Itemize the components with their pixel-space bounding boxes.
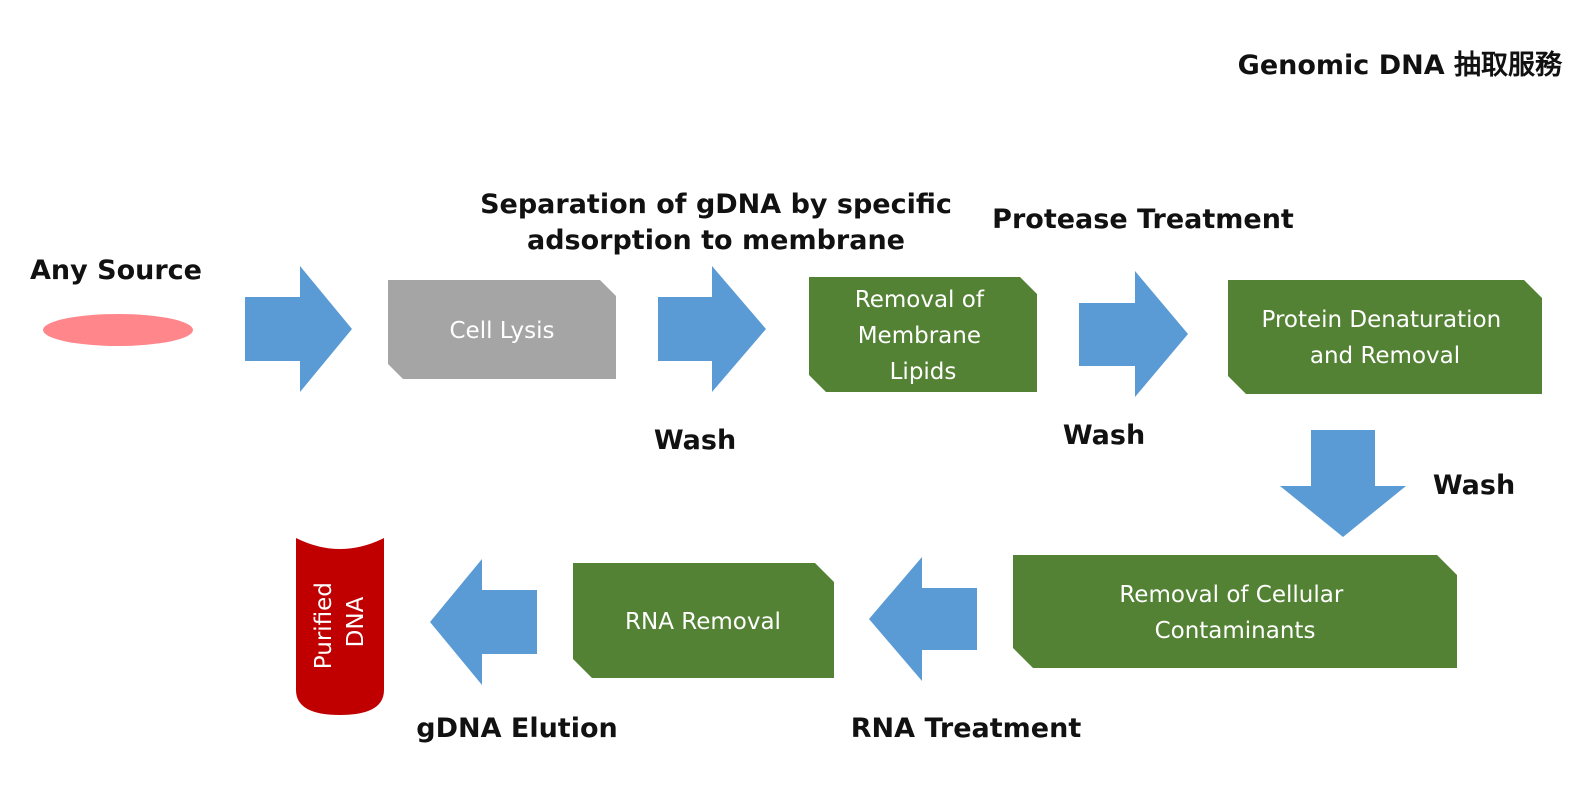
step-cell-lysis <box>388 280 616 379</box>
step-protein-removal-label: Protein Denaturation and Removal <box>1262 307 1509 369</box>
step-rna-removal <box>573 563 834 678</box>
arrow-right-3 <box>1079 271 1188 397</box>
step-cellular-contaminants-label: Removal of Cellular Contaminants <box>1119 582 1350 644</box>
step-protein-removal <box>1228 280 1542 394</box>
wash-label-2: Wash <box>1063 420 1145 451</box>
page-title: Genomic DNA 抽取服務 <box>1238 50 1563 81</box>
step-cell-lysis-label: Cell Lysis <box>450 318 555 344</box>
wash-label-3: Wash <box>1433 470 1515 501</box>
arrow-left-1 <box>869 557 977 681</box>
step-rna-removal-label: RNA Removal <box>625 609 781 635</box>
purified-dna-tube <box>296 538 384 715</box>
purified-dna-label: Purified DNA <box>311 575 369 669</box>
step-membrane-lipids-label: Removal of Membrane Lipids <box>855 287 991 385</box>
gdna-elution-label: gDNA Elution <box>416 713 618 744</box>
arrow-down <box>1280 430 1406 537</box>
rna-treatment-label: RNA Treatment <box>851 713 1082 744</box>
wash-label-1: Wash <box>654 425 736 456</box>
source-label: Any Source <box>30 255 202 286</box>
step-cellular-contaminants <box>1013 555 1457 668</box>
separation-label-line2: adsorption to membrane <box>527 225 905 256</box>
source-sample <box>43 314 193 346</box>
arrow-right-2 <box>658 266 766 392</box>
step-membrane-lipids <box>809 277 1037 392</box>
arrow-left-2 <box>430 559 537 685</box>
separation-label-line1: Separation of gDNA by specific <box>480 189 952 220</box>
protease-label: Protease Treatment <box>992 204 1294 235</box>
arrow-right-1 <box>245 266 352 392</box>
